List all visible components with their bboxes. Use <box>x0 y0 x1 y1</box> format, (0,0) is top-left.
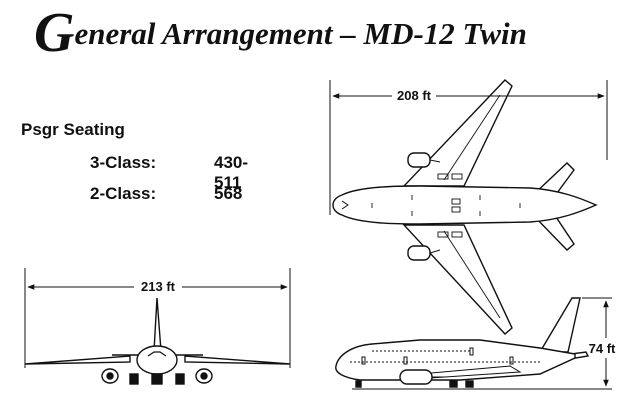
front-fuselage <box>136 345 178 375</box>
seating-row-2-class: 2-Class: 568 <box>90 184 242 204</box>
top-upper-wing <box>402 79 513 187</box>
top-lower-engine <box>407 245 431 261</box>
dimension-front-span: 213 ft <box>141 279 176 294</box>
front-left-wing <box>24 355 131 365</box>
side-vertical-tail <box>538 297 581 353</box>
dimension-top-span: 208 ft <box>397 88 432 103</box>
front-view <box>24 268 291 385</box>
title-initial: G <box>34 2 75 64</box>
dimension-height: 74 ft <box>589 341 616 356</box>
top-lower-wing <box>402 224 513 335</box>
seating-row-3-class: 3-Class: 430-511 <box>90 153 248 192</box>
seating-heading: Psgr Seating <box>21 120 125 139</box>
top-fuselage <box>332 185 598 225</box>
seating-value: 430-511 <box>214 153 249 192</box>
top-upper-engine <box>407 152 431 168</box>
title-text: eneral Arrangement – MD-12 Twin <box>74 16 527 51</box>
top-view <box>329 79 608 335</box>
page-title: General Arrangement – MD-12 Twin <box>34 5 527 61</box>
seating-label: 3-Class: <box>90 153 157 172</box>
side-view <box>335 297 620 390</box>
side-engine <box>399 369 433 385</box>
seating-label: 2-Class: <box>90 184 157 203</box>
front-vertical-tail <box>153 297 162 352</box>
seating-value: 568 <box>214 184 243 203</box>
front-right-wing <box>184 355 291 365</box>
